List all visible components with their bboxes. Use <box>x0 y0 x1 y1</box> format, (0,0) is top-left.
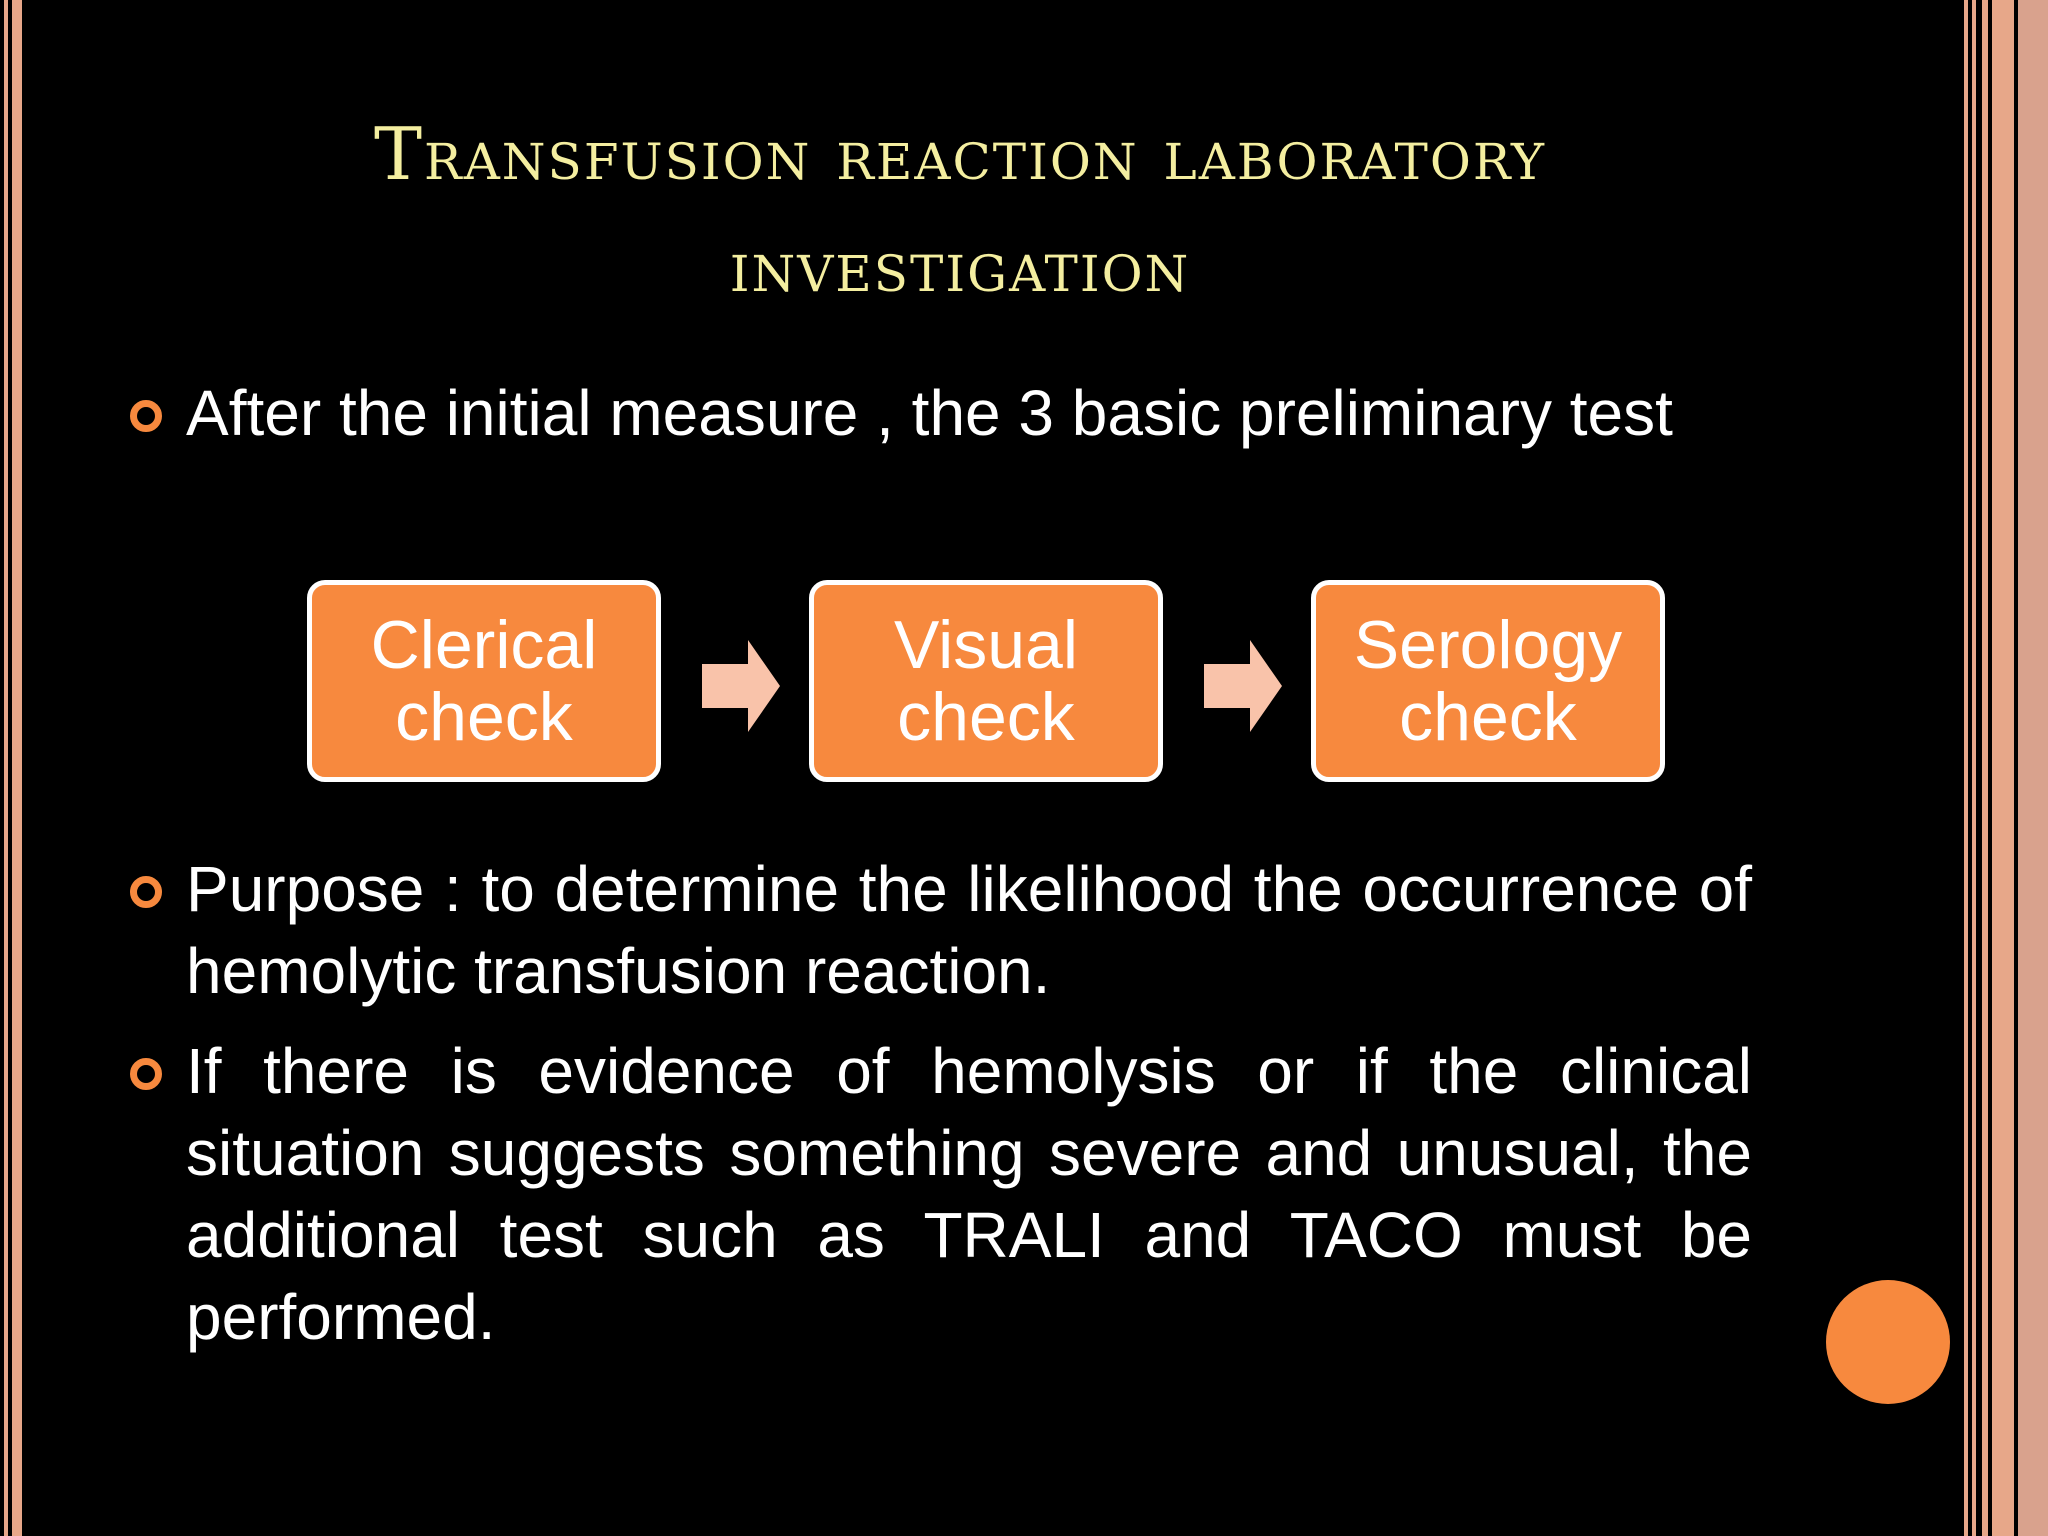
flow-step-visual-check: Visual check <box>809 580 1163 782</box>
flow-step-serology-check: Serology check <box>1311 580 1665 782</box>
bullet-circle-icon <box>130 876 162 908</box>
slide-title: Transfusion reaction laboratory investig… <box>374 112 1546 308</box>
decorative-circle <box>1826 1280 1950 1404</box>
bullet-circle-icon <box>130 1058 162 1090</box>
slide-border-right <box>1958 0 2048 1536</box>
bullet-item-3: If there is evidence of hemolysis or if … <box>130 1030 1752 1358</box>
bullet-text: After the initial measure , the 3 basic … <box>186 377 1673 449</box>
bullet-text: Purpose : to determine the likelihood th… <box>186 853 1752 1007</box>
arrow-right-icon <box>1204 640 1282 732</box>
bullet-text: If there is evidence of hemolysis or if … <box>186 1035 1752 1353</box>
slide-border-left <box>0 0 22 1536</box>
flow-step-label: Serology check <box>1353 607 1623 755</box>
bullet-item-1: After the initial measure , the 3 basic … <box>130 372 1752 454</box>
arrow-right-icon <box>702 640 780 732</box>
bullet-item-2: Purpose : to determine the likelihood th… <box>130 848 1752 1012</box>
flow-step-clerical-check: Clerical check <box>307 580 661 782</box>
flow-step-label: Visual check <box>894 607 1078 755</box>
bullet-circle-icon <box>130 400 162 432</box>
flow-step-label: Clerical check <box>370 607 598 755</box>
